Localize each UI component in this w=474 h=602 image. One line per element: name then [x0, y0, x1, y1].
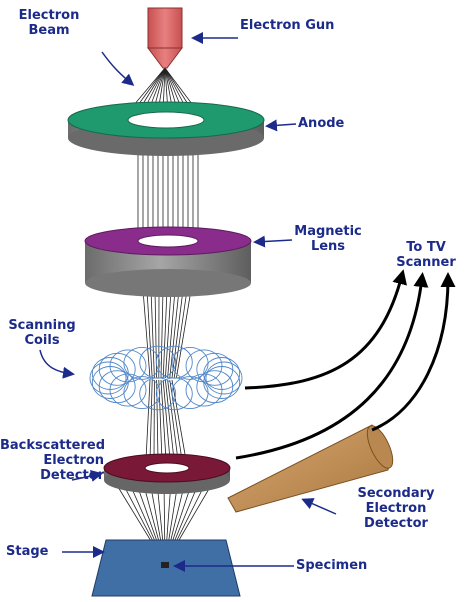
label-specimen: Specimen: [296, 558, 368, 573]
tv-signal-arrows: [235, 269, 456, 460]
label-backscattered-line1: Backscattered: [0, 438, 106, 453]
label-electron-beam: Electron Beam: [4, 8, 94, 38]
label-secondary-detector: Secondary Electron Detector: [336, 486, 456, 531]
beam-line: [176, 289, 192, 379]
coil-loop: [109, 349, 147, 383]
beam-line: [162, 379, 171, 461]
label-to-tv-line1: To TV: [406, 240, 446, 255]
coil-loop: [171, 346, 209, 380]
beam-line: [142, 289, 151, 379]
label-magnetic-lens-line2: Lens: [310, 239, 346, 254]
scanning-coils-torus: [89, 345, 243, 411]
label-secondary-line1: Secondary: [357, 486, 435, 501]
label-electron-gun: Electron Gun: [240, 18, 335, 33]
coil-loop: [205, 361, 243, 395]
beam-line: [146, 289, 153, 379]
stage-plate: [91, 539, 241, 597]
beam-line: [167, 289, 176, 379]
beam-line: [165, 289, 172, 379]
beam-line: [158, 379, 163, 461]
coil-loop: [98, 352, 136, 386]
beam-line: [156, 379, 159, 461]
coil-loop: [139, 345, 177, 379]
label-secondary-line2: Electron: [365, 501, 427, 516]
label-electron-beam-line2: Beam: [28, 23, 70, 38]
label-magnetic-lens: Magnetic Lens: [288, 224, 368, 254]
label-backscattered-detector: Backscattered Electron Detector: [0, 438, 106, 483]
coil-loop: [123, 346, 161, 380]
coil-loop: [98, 370, 136, 404]
beam-line: [167, 379, 179, 461]
beam-line: [169, 289, 180, 379]
label-backscattered-line2: Electron: [43, 453, 104, 468]
label-scanning-coils: Scanning Coils: [2, 318, 82, 348]
label-scanning-coils-line1: Scanning: [8, 318, 76, 333]
magnetic-lens-ring: [84, 226, 252, 297]
label-scanning-coils-line2: Coils: [24, 333, 60, 348]
label-secondary-line3: Detector: [364, 516, 428, 531]
anode-ring: [67, 101, 265, 156]
coil-loop: [155, 345, 193, 379]
backscattered-detector-ring: [103, 453, 231, 494]
label-stage: Stage: [6, 544, 49, 559]
label-to-tv-line2: Scanner: [396, 255, 456, 270]
label-anode: Anode: [298, 116, 345, 131]
label-magnetic-lens-line1: Magnetic: [294, 224, 362, 239]
electron-gun-shape: [147, 7, 183, 69]
beam-line: [150, 289, 155, 379]
label-pointer-arrows: [39, 32, 337, 572]
beam-line: [149, 379, 153, 461]
coil-loop: [89, 361, 127, 395]
label-backscattered-line3: Detector: [40, 468, 104, 483]
beam-line: [173, 289, 188, 379]
beam-line: [171, 289, 184, 379]
beam-line: [160, 379, 167, 461]
beam-line: [171, 379, 187, 461]
label-electron-beam-line1: Electron: [18, 8, 80, 23]
secondary-detector-cone: [227, 424, 394, 513]
label-to-tv-scanner: To TV Scanner: [382, 240, 470, 270]
coil-loop: [196, 352, 234, 386]
beam-line: [162, 289, 168, 379]
beam-line: [160, 289, 164, 379]
beam-line: [165, 379, 175, 461]
coil-loop: [203, 357, 241, 390]
beam-line: [145, 379, 151, 461]
